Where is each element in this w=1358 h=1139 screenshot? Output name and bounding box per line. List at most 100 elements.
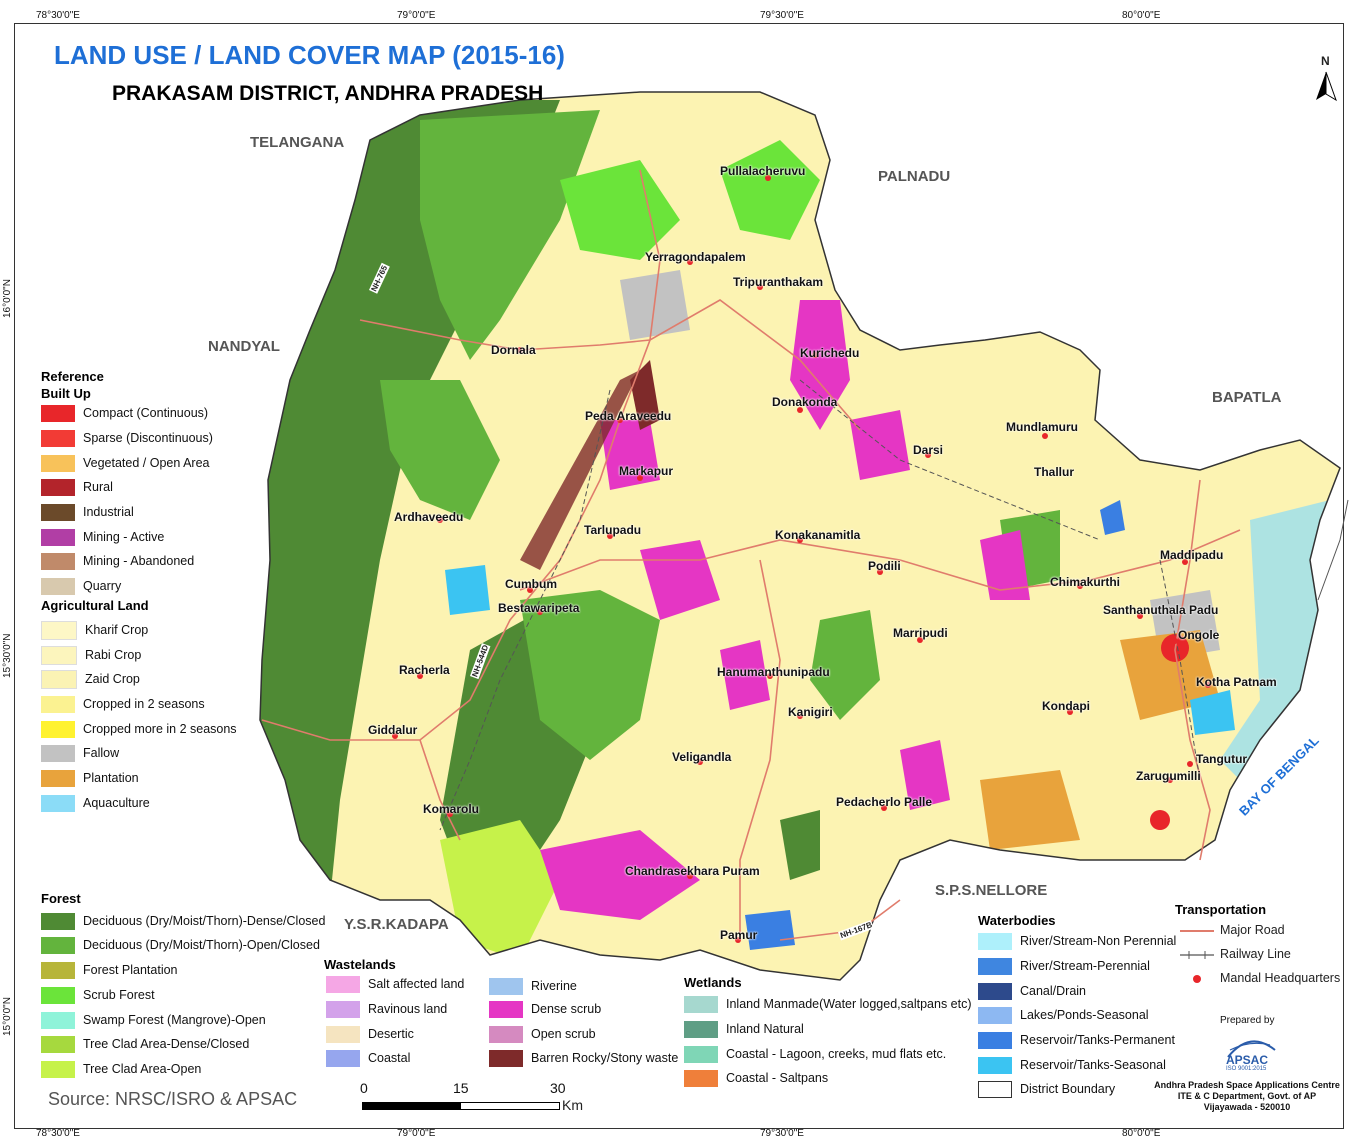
region-bapatla: BAPATLA bbox=[1212, 389, 1282, 406]
coord-top-2: 79°0'0"E bbox=[397, 10, 436, 21]
place-yerragondapalem: Yerragondapalem bbox=[645, 250, 746, 264]
legend-swatch bbox=[41, 695, 75, 713]
place-pamur: Pamur bbox=[720, 928, 758, 942]
north-arrow-icon bbox=[1316, 71, 1337, 102]
legend-swatch bbox=[41, 986, 75, 1004]
place-maddipadu: Maddipadu bbox=[1160, 548, 1224, 562]
legend-swatch bbox=[41, 552, 75, 570]
region-ysr-kadapa: Y.S.R.KADAPA bbox=[344, 916, 449, 933]
place-racherla: Racherla bbox=[399, 663, 450, 677]
place-pedacherlo-palle: Pedacherlo Palle bbox=[836, 795, 933, 809]
apsac-line1: Andhra Pradesh Space Applications Centre bbox=[1154, 1080, 1340, 1090]
place-donakonda: Donakonda bbox=[772, 395, 838, 409]
place-tarlupadu: Tarlupadu bbox=[584, 523, 642, 537]
legend-swatch bbox=[978, 982, 1012, 1000]
legend-swatch bbox=[41, 936, 75, 954]
legend-swatch bbox=[978, 932, 1012, 950]
legend-item-rabi: Rabi Crop bbox=[41, 645, 141, 665]
apsac-line3: Vijayawada - 520010 bbox=[1203, 1102, 1291, 1112]
legend-swatch bbox=[41, 961, 75, 979]
place-zarugumilli: Zarugumilli bbox=[1136, 769, 1201, 783]
scale-unit: Km bbox=[562, 1097, 583, 1113]
legend-item-lakes-ponds: Lakes/Ponds-Seasonal bbox=[978, 1005, 1149, 1025]
coord-top-1: 78°30'0"E bbox=[36, 10, 80, 21]
legend-item-plantation: Plantation bbox=[41, 768, 139, 788]
source-credit: Source: NRSC/ISRO & APSAC bbox=[48, 1089, 298, 1109]
place-marripudi: Marripudi bbox=[893, 626, 948, 640]
coord-top-3: 79°30'0"E bbox=[760, 10, 804, 21]
legend-swatch bbox=[684, 995, 718, 1013]
place-komarolu: Komarolu bbox=[423, 802, 480, 816]
legend-item-quarry: Quarry bbox=[41, 576, 121, 596]
legend-item-vegetated: Vegetated / Open Area bbox=[41, 453, 210, 473]
legend-wastelands-heading: Wastelands bbox=[324, 957, 396, 972]
legend-swatch bbox=[978, 1006, 1012, 1024]
legend-item-coastal-lagoon: Coastal - Lagoon, creeks, mud flats etc. bbox=[684, 1044, 946, 1064]
legend-forest-heading: Forest bbox=[41, 891, 81, 906]
place-kondapi: Kondapi bbox=[1042, 699, 1090, 713]
legend-swatch bbox=[41, 1011, 75, 1029]
legend-item-district-boundary: District Boundary bbox=[978, 1079, 1115, 1099]
legend-swatch bbox=[41, 669, 77, 689]
region-palnadu: PALNADU bbox=[878, 168, 951, 185]
legend-reference-heading: Reference bbox=[41, 369, 104, 384]
place-kotha-patnam: Kotha Patnam bbox=[1196, 675, 1277, 689]
place-dornala: Dornala bbox=[491, 343, 536, 357]
legend-item-zaid: Zaid Crop bbox=[41, 669, 140, 689]
legend-swatch bbox=[489, 1000, 523, 1018]
legend-item-dense-scrub: Dense scrub bbox=[489, 999, 601, 1019]
legend-item-reservoir-permanent: Reservoir/Tanks-Permanent bbox=[978, 1030, 1175, 1050]
place-podili: Podili bbox=[868, 559, 901, 573]
legend-wetlands-heading: Wetlands bbox=[684, 975, 742, 990]
place-tripuranthakam: Tripuranthakam bbox=[733, 275, 824, 289]
apsac-line2: ITE & C Department, Govt. of AP bbox=[1177, 1091, 1317, 1101]
legend-item-compact: Compact (Continuous) bbox=[41, 403, 208, 423]
legend-agricultural-heading: Agricultural Land bbox=[41, 598, 149, 613]
place-cumbum: Cumbum bbox=[505, 577, 557, 591]
place-mundlamuru: Mundlamuru bbox=[1006, 420, 1078, 434]
legend-item-coastal-waste: Coastal bbox=[326, 1048, 410, 1068]
place-ongole: Ongole bbox=[1178, 628, 1220, 642]
place-thallur: Thallur bbox=[1034, 465, 1075, 479]
legend-swatch bbox=[684, 1045, 718, 1063]
place-kurichedu: Kurichedu bbox=[800, 346, 860, 360]
legend-item-riverine: Riverine bbox=[489, 976, 577, 996]
apsac-logo-icon bbox=[1227, 1040, 1276, 1058]
map-subtitle: PRAKASAM DISTRICT, ANDHRA PRADESH bbox=[112, 82, 544, 105]
legend-item-canal-drain: Canal/Drain bbox=[978, 981, 1086, 1001]
legend-swatch bbox=[41, 794, 75, 812]
legend-item-aquaculture: Aquaculture bbox=[41, 793, 150, 813]
place-bestawaripeta: Bestawaripeta bbox=[498, 601, 580, 615]
place-pullalacheruvu: Pullalacheruvu bbox=[720, 164, 806, 178]
legend-item-desertic: Desertic bbox=[326, 1024, 414, 1044]
legend-item-tree-clad-dense: Tree Clad Area-Dense/Closed bbox=[41, 1034, 249, 1054]
place-darsi: Darsi bbox=[913, 443, 944, 457]
place-kanigiri: Kanigiri bbox=[788, 705, 833, 719]
legend-swatch bbox=[41, 503, 75, 521]
legend-swatch bbox=[41, 912, 75, 930]
place-peda-araveedu: Peda Araveedu bbox=[585, 409, 672, 423]
legend-item-inland-natural: Inland Natural bbox=[684, 1019, 804, 1039]
legend-item-tree-clad-open: Tree Clad Area-Open bbox=[41, 1059, 201, 1079]
legend-swatch bbox=[978, 1080, 1012, 1098]
legend-item-kharif: Kharif Crop bbox=[41, 620, 148, 640]
legend-swatch bbox=[41, 620, 77, 640]
scale-label-0: 0 bbox=[360, 1080, 368, 1096]
legend-swatch bbox=[41, 769, 75, 787]
legend-item-fallow: Fallow bbox=[41, 743, 119, 763]
prepared-by-label: Prepared by bbox=[1220, 1015, 1275, 1026]
legend-swatch bbox=[41, 454, 75, 472]
legend-swatch bbox=[684, 1069, 718, 1087]
legend-swatch bbox=[41, 404, 75, 422]
legend-waterbodies-heading: Waterbodies bbox=[978, 913, 1056, 928]
place-konakanamitla: Konakanamitla bbox=[775, 528, 861, 542]
legend-swatch bbox=[489, 977, 523, 995]
region-telangana: TELANGANA bbox=[250, 134, 345, 151]
place-tangutur: Tangutur bbox=[1196, 752, 1248, 766]
legend-item-river-perennial: River/Stream-Perennial bbox=[978, 956, 1150, 976]
legend-swatch bbox=[489, 1049, 523, 1067]
legend-swatch bbox=[41, 528, 75, 546]
place-chimakurthi: Chimakurthi bbox=[1050, 575, 1121, 589]
legend-item-mining-abandoned: Mining - Abandoned bbox=[41, 551, 194, 571]
